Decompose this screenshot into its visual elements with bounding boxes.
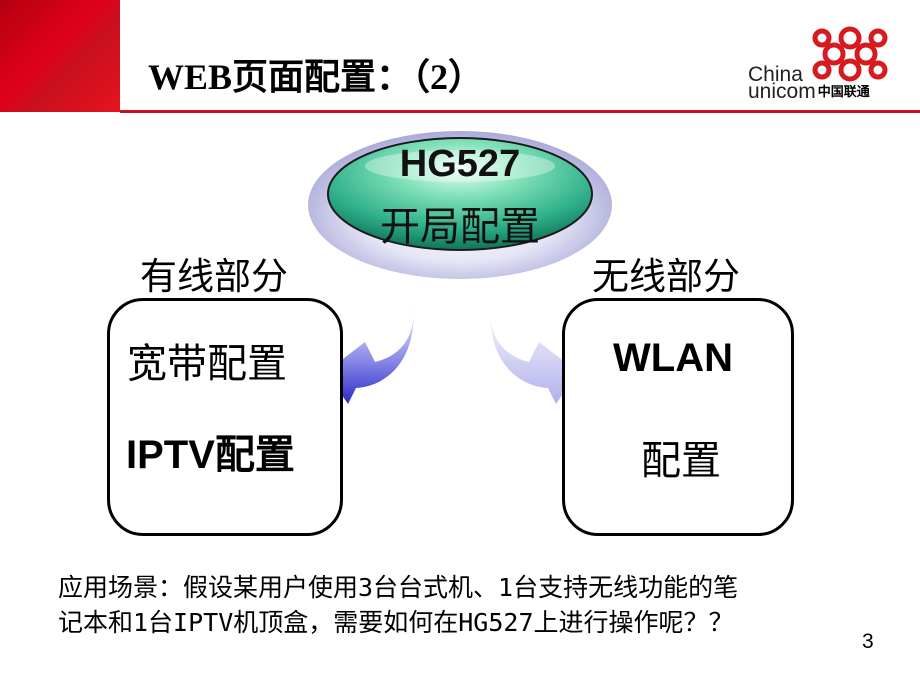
page-number: 3 <box>862 630 874 653</box>
header-rule <box>120 110 920 113</box>
center-title-line1: HG527 <box>399 143 521 185</box>
brand-line1: China <box>748 63 803 86</box>
broadband-config-label: 宽带配置 <box>127 341 287 387</box>
iptv-config-label: IPTV配置 <box>126 433 295 477</box>
scenario-text-line2: 记本和1台IPTV机顶盒，需要如何在HG527上进行操作呢？？ <box>58 608 734 637</box>
wireless-heading: 无线部分 <box>592 255 740 298</box>
page-title: WEB页面配置：（2） <box>148 57 485 97</box>
wired-box <box>107 298 343 536</box>
header-red-stripe <box>0 0 120 112</box>
right-curved-arrow-icon <box>490 300 578 404</box>
china-unicom-logo-icon <box>812 26 888 82</box>
center-oval <box>327 137 593 251</box>
left-curved-arrow-icon <box>326 300 414 404</box>
wireless-box <box>562 298 794 536</box>
scenario-text-line1: 应用场景：假设某用户使用3台台式机、1台支持无线功能的笔 <box>58 573 739 602</box>
brand-cn: 中国联通 <box>817 84 870 99</box>
wlan-label: WLAN <box>613 336 733 380</box>
wired-heading: 有线部分 <box>140 255 288 298</box>
brand-line2-text: unicom <box>748 80 816 103</box>
wlan-config-label: 配置 <box>641 438 721 484</box>
center-title-line2: 开局配置 <box>380 204 540 250</box>
center-oval-shine <box>365 150 555 182</box>
